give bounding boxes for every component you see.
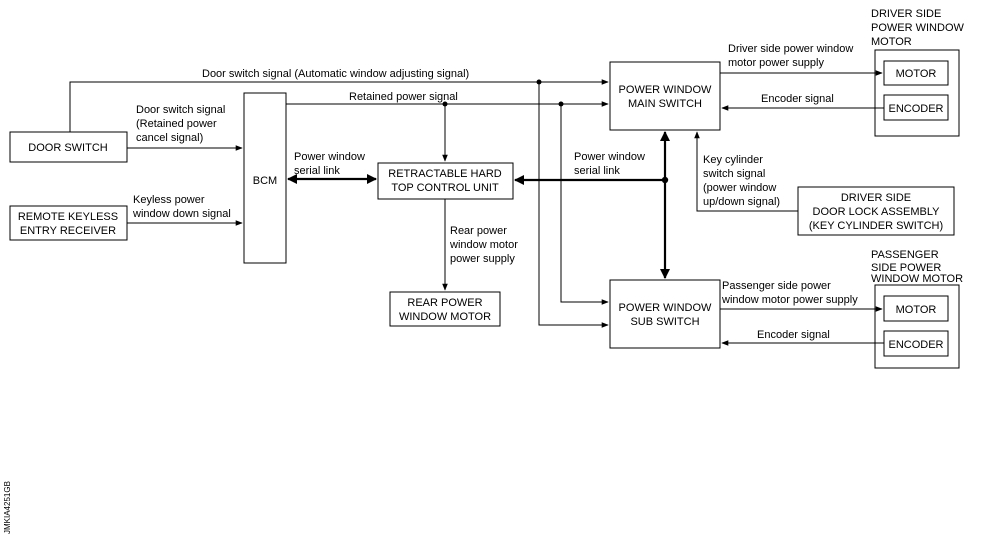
key-cylinder-label-line4: up/down signal)	[703, 196, 780, 208]
rear-motor-label-line1: REAR POWER	[407, 297, 482, 309]
driver-supply-label-line2: motor power supply	[728, 57, 824, 69]
driver-motor-group-title-line3: MOTOR	[871, 36, 912, 48]
driver-motor-label: MOTOR	[896, 68, 937, 80]
retained-power-to-sub-line	[560, 104, 609, 305]
door-cancel-label-line3: cancel signal)	[136, 132, 203, 144]
door-cancel-label-line1: Door switch signal	[136, 104, 225, 116]
pass-motor-group-title-line2: SIDE POWER	[871, 262, 941, 274]
pass-supply-label-line2: window motor power supply	[721, 294, 858, 306]
driver-side-power-window-motor-group: DRIVER SIDE POWER WINDOW MOTOR MOTOR ENC…	[871, 8, 964, 137]
pass-motor-group-title-line3: WINDOW MOTOR	[871, 273, 963, 285]
pass-encoder-label: ENCODER	[888, 339, 943, 351]
power-window-main-switch-block: POWER WINDOW MAIN SWITCH	[609, 61, 721, 131]
driver-motor-box	[883, 60, 949, 86]
door-switch-block: DOOR SWITCH	[9, 131, 128, 163]
door-auto-signal-label: Door switch signal (Automatic window adj…	[202, 68, 469, 80]
figure-code: JMKIA4251GB	[3, 481, 12, 534]
rear-supply-label-line3: power supply	[450, 253, 515, 265]
door-lock-label-line2: DOOR LOCK ASSEMBLY	[813, 206, 941, 218]
bcm-label: BCM	[253, 175, 277, 187]
junction-dot	[536, 79, 542, 85]
rear-supply-label-line1: Rear power	[450, 225, 507, 237]
rear-motor-label-line2: WINDOW MOTOR	[399, 311, 491, 323]
door-cancel-label-line2: (Retained power	[136, 118, 217, 130]
rear-power-window-motor-block: REAR POWER WINDOW MOTOR	[389, 291, 501, 327]
rht-cu-label-line2: TOP CONTROL UNIT	[391, 182, 499, 194]
sub-switch-label-line2: SUB SWITCH	[630, 316, 699, 328]
serial-left-label-line2: serial link	[294, 165, 340, 177]
door-switch-auto-signal-line	[69, 79, 609, 132]
pass-motor-group-title-line1: PASSENGER	[871, 249, 939, 261]
pass-motor-box	[883, 295, 949, 322]
pass-supply-label-line1: Passenger side power	[722, 280, 831, 292]
door-switch-auto-to-sub-line	[538, 82, 609, 328]
driver-encoder-signal-label: Encoder signal	[761, 93, 834, 105]
main-switch-label-line1: POWER WINDOW	[619, 84, 712, 96]
rht-cu-label-line1: RETRACTABLE HARD	[388, 168, 502, 180]
passenger-side-power-window-motor-group: PASSENGER SIDE POWER WINDOW MOTOR MOTOR …	[871, 249, 963, 369]
keyless-label-line1: Keyless power	[133, 194, 205, 206]
pass-encoder-box	[883, 330, 949, 357]
key-cylinder-label-line1: Key cylinder	[703, 154, 763, 166]
junction-dot	[442, 101, 448, 107]
keyless-label-line2: window down signal	[132, 208, 231, 220]
door-lock-label-line3: (KEY CYLINDER SWITCH)	[809, 220, 943, 232]
door-lock-label-line1: DRIVER SIDE	[841, 192, 911, 204]
serial-left-label-line1: Power window	[294, 151, 365, 163]
serial-right-label-line1: Power window	[574, 151, 645, 163]
driver-side-door-lock-assembly-block: DRIVER SIDE DOOR LOCK ASSEMBLY (KEY CYLI…	[797, 186, 955, 236]
key-cylinder-label-line3: (power window	[703, 182, 776, 194]
power-window-sub-switch-block: POWER WINDOW SUB SWITCH	[609, 279, 721, 349]
key-cylinder-signal-line	[694, 131, 798, 212]
driver-motor-group-title-line2: POWER WINDOW	[871, 22, 964, 34]
pass-encoder-signal-label: Encoder signal	[757, 329, 830, 341]
driver-encoder-label: ENCODER	[888, 103, 943, 115]
driver-supply-label-line1: Driver side power window	[728, 43, 853, 55]
bcm-block: BCM	[243, 92, 287, 264]
main-switch-label-line2: MAIN SWITCH	[628, 98, 702, 110]
pass-motor-label: MOTOR	[896, 304, 937, 316]
rear-supply-label-line2: window motor	[449, 239, 518, 251]
sub-switch-label-line1: POWER WINDOW	[619, 302, 712, 314]
key-cylinder-label-line2: switch signal	[703, 168, 765, 180]
serial-right-label-line2: serial link	[574, 165, 620, 177]
retractable-hard-top-control-unit-block: RETRACTABLE HARD TOP CONTROL UNIT	[377, 162, 514, 200]
driver-motor-group-title-line1: DRIVER SIDE	[871, 8, 941, 20]
retained-power-label: Retained power signal	[349, 91, 458, 103]
junction-dot	[661, 176, 669, 184]
remote-keyless-label-line1: REMOTE KEYLESS	[18, 211, 118, 223]
door-switch-label: DOOR SWITCH	[28, 142, 107, 154]
remote-keyless-entry-receiver-block: REMOTE KEYLESS ENTRY RECEIVER	[9, 205, 128, 241]
junction-dot	[558, 101, 564, 107]
remote-keyless-label-line2: ENTRY RECEIVER	[20, 225, 116, 237]
